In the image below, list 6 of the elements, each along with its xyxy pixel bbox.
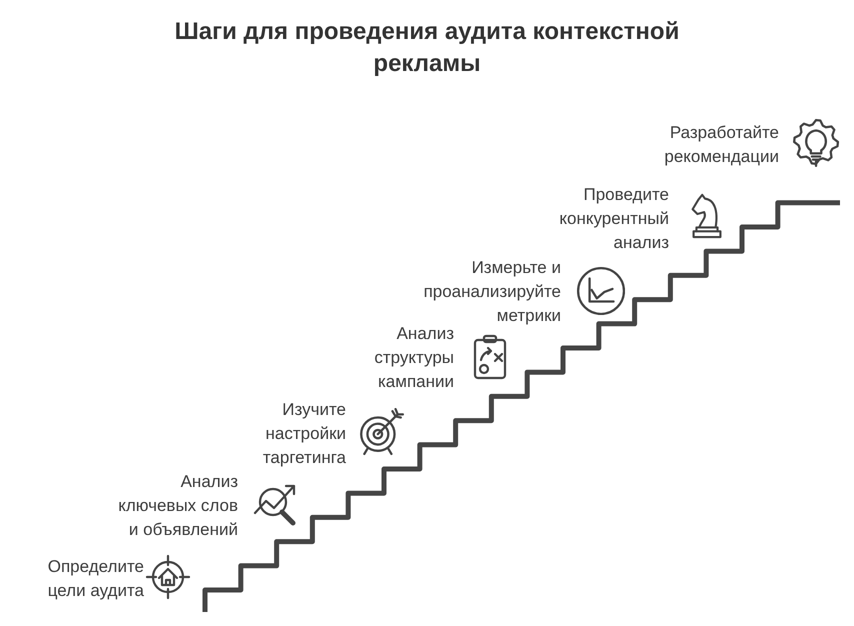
step-label: Анализ ключевых слов и объявлений [117, 471, 238, 541]
step-label: Изучите настройки таргетинга [262, 399, 346, 469]
title: Шаги для проведения аудита контекстной рекламы [174, 17, 680, 79]
step-label: Определите цели аудита [46, 556, 144, 602]
step-label: Разработайте рекомендации [663, 122, 779, 168]
step-label: Проведите конкурентный анализ [558, 184, 669, 254]
